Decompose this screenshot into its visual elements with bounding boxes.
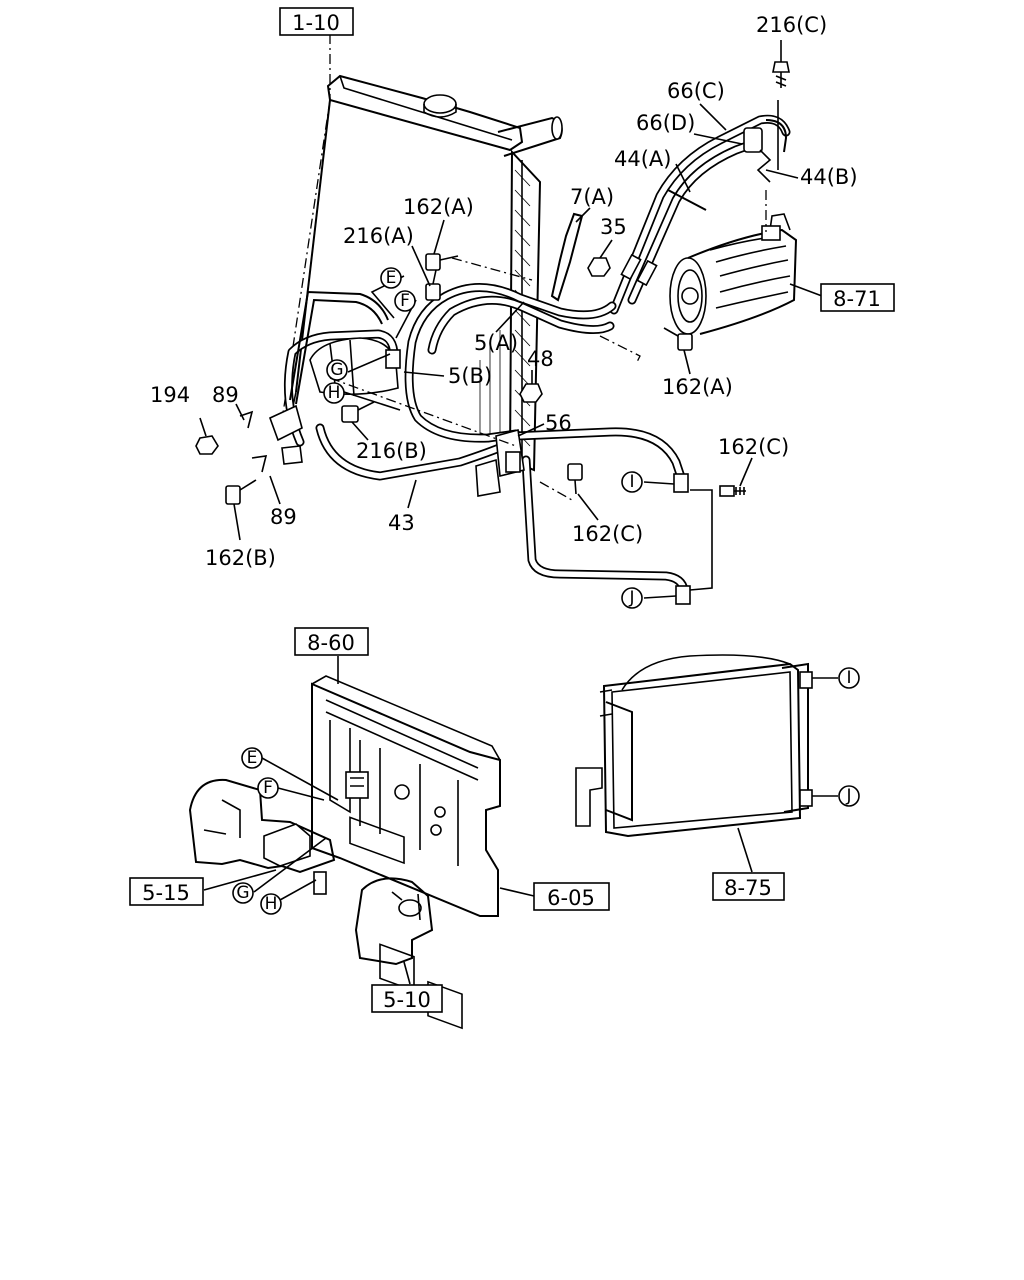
- connector-i-top: I: [621, 471, 643, 493]
- callout-89-top: 89: [212, 383, 239, 407]
- ref-box-condenser-label: 8-75: [724, 876, 772, 900]
- connector-j-bottom-label: J: [845, 786, 851, 806]
- callout-162a-top: 162(A): [403, 195, 474, 219]
- connector-h-bottom-label: H: [265, 894, 278, 914]
- callout-89-bottom: 89: [270, 505, 297, 529]
- connector-g-top-label: G: [330, 360, 343, 380]
- bracket-7a: [550, 212, 584, 302]
- connector-e-top: E: [380, 267, 402, 289]
- leader-lines-lower-left: [203, 656, 535, 985]
- callout-216b: 216(B): [356, 439, 427, 463]
- connector-i-bottom: I: [838, 667, 860, 689]
- callout-56: 56: [545, 411, 572, 435]
- callout-7a: 7(A): [570, 185, 614, 209]
- connector-i-top-label: I: [629, 472, 634, 492]
- connector-j-top: J: [621, 587, 643, 609]
- callout-162b: 162(B): [205, 546, 276, 570]
- ref-box-front-panel-label: 8-60: [307, 631, 355, 655]
- connector-i-bottom-label: I: [846, 668, 851, 688]
- compressor-drawing: [669, 213, 798, 335]
- bracket-left-drawing: [188, 778, 336, 874]
- connector-e-bottom-label: E: [247, 748, 258, 768]
- connector-j-top-label: J: [628, 588, 634, 608]
- connector-e-bottom: E: [241, 747, 263, 769]
- callout-5b: 5(B): [448, 364, 492, 388]
- connector-g-bottom: G: [232, 882, 254, 904]
- callout-162a-bottom: 162(A): [662, 375, 733, 399]
- leader-lines-upper: [199, 40, 799, 541]
- callout-162c-right: 162(C): [718, 435, 789, 459]
- ref-box-lower-part-label: 5-10: [383, 988, 431, 1012]
- callout-216a: 216(A): [343, 224, 414, 248]
- callout-35: 35: [600, 215, 627, 239]
- callout-194: 194: [150, 383, 190, 407]
- ref-box-bracket-right[interactable]: 6-05: [533, 882, 610, 911]
- connector-g-bottom-label: G: [236, 883, 249, 903]
- callout-5a: 5(A): [474, 331, 518, 355]
- condenser-drawing: [575, 654, 813, 838]
- refrigerant-hoses: [283, 100, 791, 605]
- ref-box-bracket-left-label: 5-15: [142, 881, 190, 905]
- ref-box-compressor[interactable]: 8-71: [820, 283, 895, 312]
- ref-box-bracket-right-label: 6-05: [547, 886, 595, 910]
- connector-e-top-label: E: [386, 268, 397, 288]
- callout-66d: 66(D): [636, 111, 695, 135]
- ref-box-condenser[interactable]: 8-75: [712, 872, 785, 901]
- ref-box-bracket-left[interactable]: 5-15: [129, 877, 204, 906]
- connector-f-bottom: F: [257, 777, 279, 799]
- callout-48: 48: [527, 347, 554, 371]
- ref-box-compressor-label: 8-71: [833, 287, 881, 311]
- callout-43: 43: [388, 511, 415, 535]
- front-panel-drawing: [311, 675, 501, 1030]
- radiator-drawing: [289, 74, 563, 472]
- ref-box-lower-part[interactable]: 5-10: [371, 984, 443, 1013]
- connector-h-bottom: H: [260, 893, 282, 915]
- connector-h-top-label: H: [328, 383, 341, 403]
- connector-h-top: H: [323, 382, 345, 404]
- connector-f-bottom-label: F: [263, 778, 273, 798]
- connector-markers: E F G H I J E F: [232, 267, 860, 915]
- connector-g-top: G: [326, 359, 348, 381]
- callout-44a: 44(A): [614, 147, 671, 171]
- callout-66c: 66(C): [667, 79, 725, 103]
- connector-f-top-label: F: [400, 291, 410, 311]
- callout-216c: 216(C): [756, 13, 827, 37]
- lower-part-drawing: [313, 871, 434, 966]
- ref-box-radiator-label: 1-10: [292, 11, 340, 35]
- fasteners: [195, 61, 790, 505]
- callout-162c-mid: 162(C): [572, 522, 643, 546]
- connector-j-bottom: J: [838, 785, 860, 807]
- connector-f-top: F: [394, 290, 416, 312]
- ref-box-radiator[interactable]: 1-10: [279, 7, 354, 36]
- callout-44b: 44(B): [800, 165, 858, 189]
- callouts: 216(C) 66(C) 66(D) 44(A) 44(B) 7(A) 35 1…: [150, 13, 858, 570]
- ref-box-front-panel[interactable]: 8-60: [294, 627, 369, 656]
